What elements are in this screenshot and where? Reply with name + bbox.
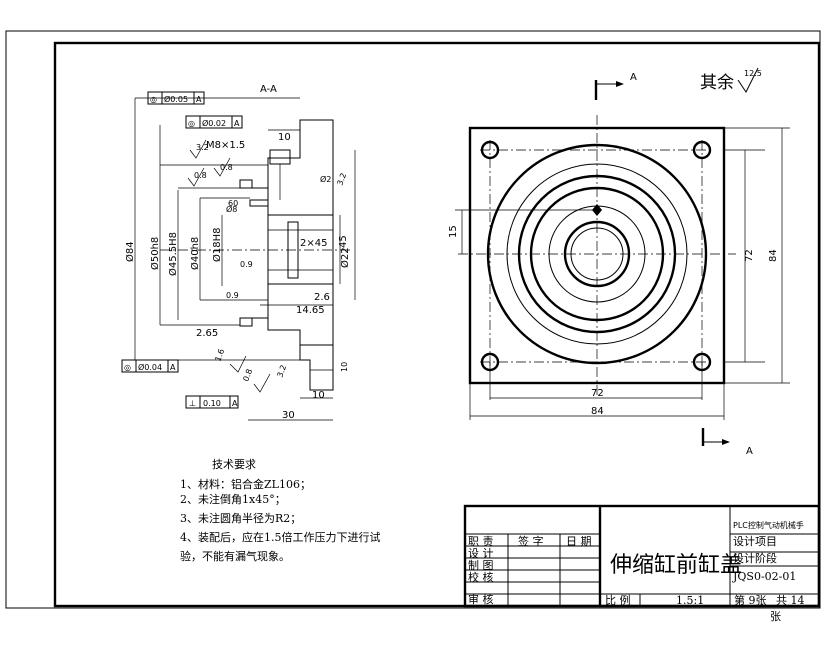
dim-09b: 0.9 [226,291,239,300]
dim-10-vert: 10 [340,362,349,372]
note-2: 2、未注倒角1x45°； [180,492,286,506]
roughness-label: 其余 [700,73,734,93]
gdt-datum: A [234,119,240,128]
front-view: A A 其余 12.5 [448,67,790,457]
tb-header-sign: 签 字 [518,534,544,548]
note-1: 1、材料：铝合金ZL106； [180,477,311,491]
dimension-lines [134,97,356,421]
dim-roughness-a: 3.2 [196,143,209,152]
gdt-datum: A [232,399,238,408]
dim-10-top: 10 [278,132,291,143]
dim-roughness-g: 3.2 [275,364,288,379]
dim-d8: Ø8 [226,204,237,214]
dim-roughness-c: 0.8 [194,171,207,180]
note-4: 4、装配后，应在1.5倍工作压力下进行试 [180,530,381,544]
gdt-tolerance: Ø0.04 [138,362,162,372]
gdt-frame-4: ⊥ 0.10 A [185,395,239,409]
dim-d45-5: Ø45.5H8 [167,232,179,276]
dim-2-6: 2.6 [314,292,330,303]
tb-role-top: 职 责 [468,535,494,548]
dim-84-vert: 84 [768,249,779,262]
tb-header-date: 日 期 [566,535,592,548]
tb-project-label: 设计项目 [733,535,777,548]
title-block: 签 字 日 期 职 责 设 计 制 图 校 核 审 核 伸缩缸前缸盖 PLC控制… [463,504,821,623]
gdt-frame-3: ◎ Ø0.04 A [121,359,179,373]
inner-border [53,41,821,608]
dim-10-bot: 10 [312,390,325,401]
gdt-symbol: ◎ [124,363,131,372]
tb-scale-label: 比 例 [605,593,631,607]
dim-d22: Ø22 [339,247,351,268]
tb-unit: 张 [770,610,781,623]
tb-total: 共 14 [776,594,805,607]
dim-72-vert: 72 [744,249,755,262]
cut-marker-top: A [630,72,637,83]
dim-84-horiz: 84 [591,406,604,417]
dim-d40: Ø40h8 [189,237,201,270]
tb-scale: 1.5:1 [676,594,704,607]
dim-roughness-d: 3.2 [335,172,348,187]
gdt-datum: A [196,95,202,104]
dim-d2: Ø2 [320,174,331,184]
note-5: 验，不能有漏气现象。 [180,549,290,563]
dim-thread: M8×1.5 [206,140,245,151]
technical-requirements: 技术要求 1、材料：铝合金ZL106； 2、未注倒角1x45°； 3、未注圆角半… [180,458,381,563]
gdt-symbol: ⊥ [189,399,196,408]
gdt-tolerance: Ø0.02 [202,118,226,128]
gdt-datum: A [170,363,176,372]
dim-72-horiz: 72 [591,388,604,399]
dim-roughness-f: 0.8 [241,368,254,383]
dim-09a: 0.9 [240,260,253,269]
gdt-tolerance: Ø0.05 [164,94,188,104]
dim-chamfer: 2×45 [300,238,327,249]
dim-60: 60 [228,199,238,208]
tb-stage-label: 设计阶段 [733,551,777,565]
dim-15: 15 [448,225,459,238]
gdt-tolerance: 0.10 [203,399,221,408]
notes-title: 技术要求 [212,458,256,471]
dim-roughness-e: 1.6 [213,348,226,363]
note-3: 3、未注圆角半径为R2； [180,511,301,525]
tb-drawing-no: JQS0-02-01 [732,570,796,583]
section-label: A-A [260,84,277,95]
roughness-value: 12.5 [744,69,762,78]
dim-2-65: 2.65 [196,328,218,339]
tb-project-title: PLC控制气动机械手 [733,520,804,530]
tb-role-draw: 制 图 [468,559,494,572]
tb-sheet: 第 9张 [734,593,767,607]
tb-part-name: 伸缩缸前缸盖 [610,553,742,578]
gdt-frame-2: ◎ Ø0.02 A [185,115,243,129]
dim-d50: Ø50h8 [149,237,161,270]
tb-role-approve: 审 核 [468,592,494,606]
part-section [239,119,334,391]
cut-marker-bottom: A [746,446,753,457]
dim-45: 45 [338,235,349,248]
tb-role-design: 设 计 [468,547,494,560]
gdt-symbol: ◎ [188,119,195,128]
dim-d84: Ø84 [124,241,136,262]
dim-14-65: 14.65 [296,305,325,316]
dim-30: 30 [282,410,295,421]
dim-roughness-b: 0.8 [220,163,233,172]
tb-role-check: 校 核 [468,570,494,584]
outer-border [5,30,821,609]
section-view: A-A ◎ Ø0.05 A ◎ Ø0.02 A ◎ Ø0.04 A [121,84,356,421]
dim-d18: Ø18H8 [211,228,223,262]
gdt-symbol: ◎ [150,95,157,104]
